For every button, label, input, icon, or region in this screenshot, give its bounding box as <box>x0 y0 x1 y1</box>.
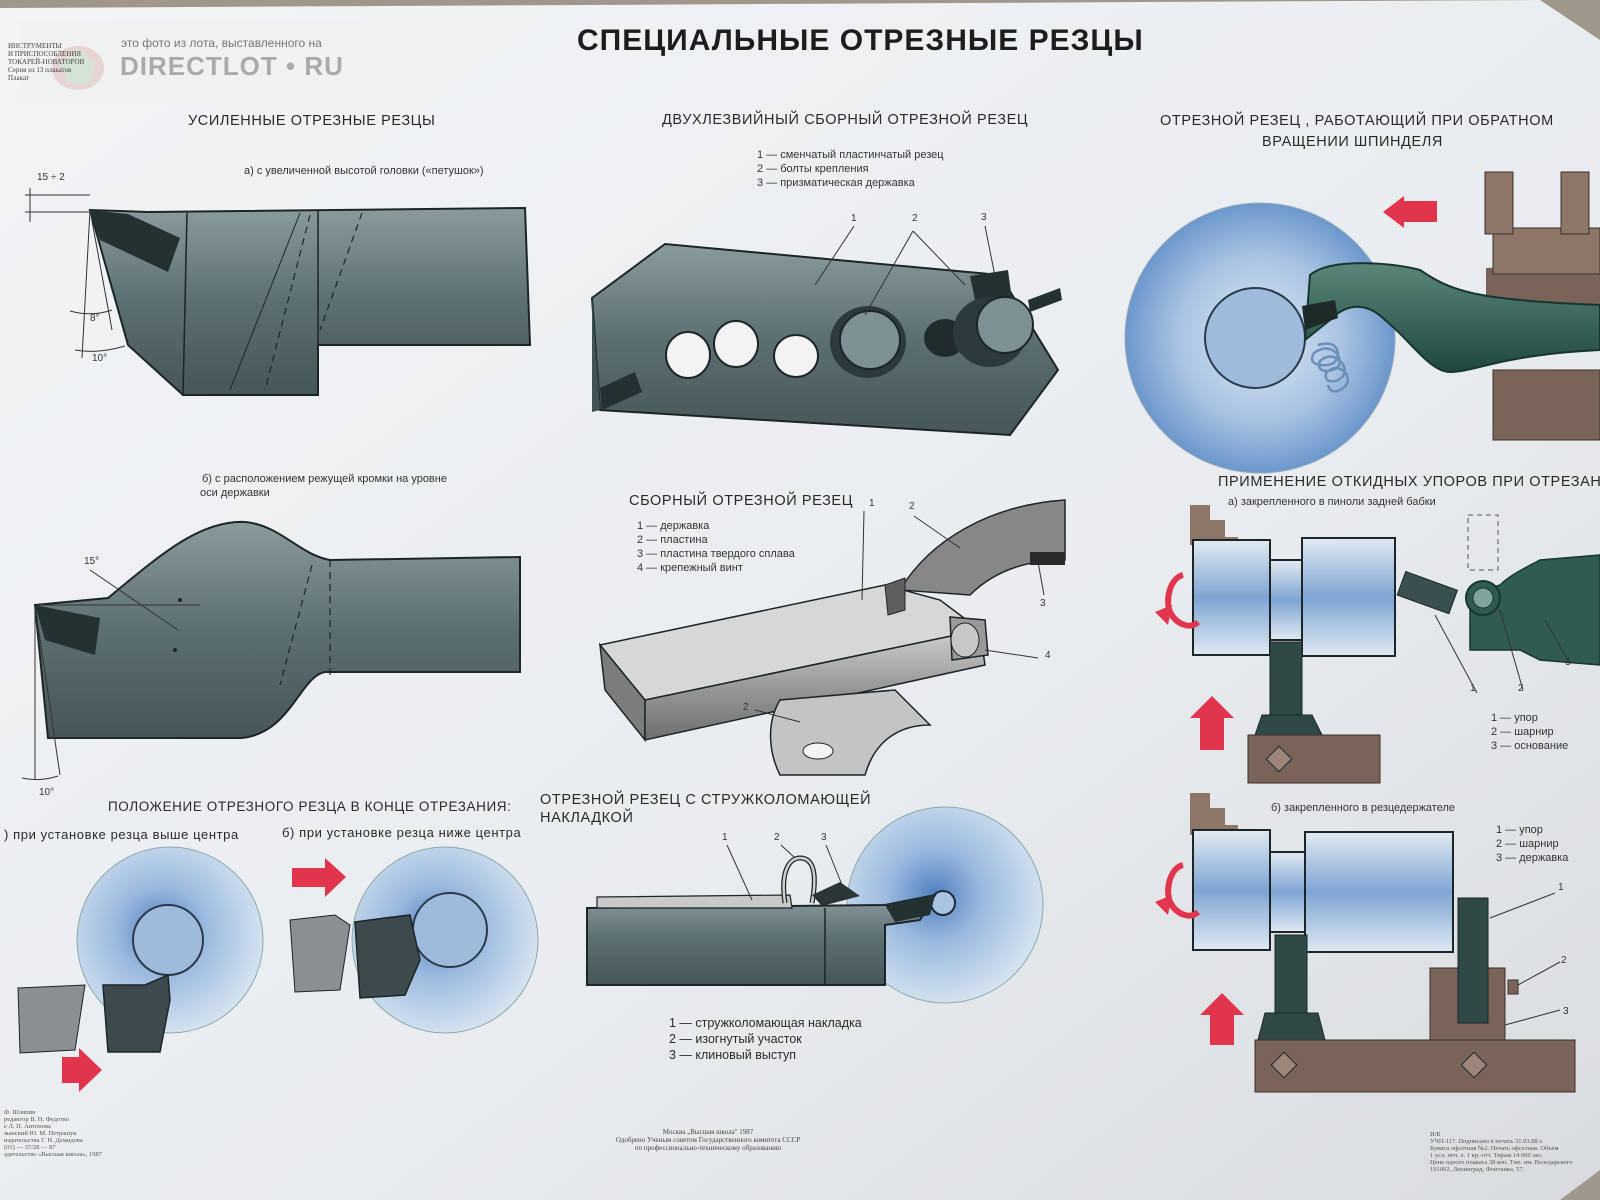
stops-b-callout-1: 1 <box>1558 882 1564 893</box>
position-heading: ПОЛОЖЕНИЕ ОТРЕЗНОГО РЕЗЦА В КОНЦЕ ОТРЕЗА… <box>108 799 512 814</box>
reverse-heading-2: ВРАЩЕНИИ ШПИНДЕЛЯ <box>1262 134 1443 150</box>
reinforced-cutter-a <box>25 188 532 396</box>
stops-b-caption: б) закрепленного в резцедержателе <box>1271 802 1456 814</box>
angle-15: 15° <box>84 556 100 567</box>
stops-a-callout-2: 2 <box>1518 683 1524 694</box>
poster-title: СПЕЦИАЛЬНЫЕ ОТРЕЗНЫЕ РЕЗЦЫ <box>577 24 1144 57</box>
cutoff-position-b <box>289 846 539 1034</box>
folding-stop-b <box>1155 793 1576 1093</box>
assembled-callout-4: 4 <box>1045 650 1051 661</box>
watermark: это фото из лота, выставленного на DIREC… <box>20 20 365 104</box>
chipbreaker-heading-2: НАКЛАДКОЙ <box>540 810 634 826</box>
chipbreaker-callout-3: 3 <box>821 832 827 843</box>
assembled-callout-plate: 2 <box>743 702 749 713</box>
watermark-caption: это фото из лота, выставленного на <box>121 36 322 50</box>
chipbreaker-heading-1: ОТРЕЗНОЙ РЕЗЕЦ С СТРУЖКОЛОМАЮЩЕЙ <box>540 792 872 808</box>
stops-a-callout-1: 1 <box>1470 683 1476 694</box>
reinforced-heading: УСИЛЕННЫЕ ОТРЕЗНЫЕ РЕЗЦЫ <box>188 113 436 129</box>
double-edge-callout-2: 2 <box>912 213 918 224</box>
stops-b-callout-3: 3 <box>1563 1006 1569 1017</box>
dim-15-2: 15 ÷ 2 <box>37 172 65 183</box>
angle-8: 8° <box>90 313 100 324</box>
folding-stop-a <box>1155 505 1600 784</box>
chipbreaker-cutter <box>586 806 1044 1004</box>
assembled-callout-2: 2 <box>909 501 915 512</box>
assembled-cutter <box>598 499 1066 776</box>
stops-b-callout-2: 2 <box>1561 955 1567 966</box>
reverse-heading-1: ОТРЕЗНОЙ РЕЗЕЦ , РАБОТАЮЩИЙ ПРИ ОБРАТНОМ <box>1160 113 1554 129</box>
stops-a-callout-3: 3 <box>1565 657 1571 668</box>
stops-a-caption: а) закрепленного в пиноли задней бабки <box>1228 496 1436 508</box>
reverse-rotation-scene <box>1124 171 1600 474</box>
cutoff-position-a <box>17 846 264 1092</box>
position-a-caption: ) при установке резца выше центра <box>4 827 239 842</box>
double-edge-callout-3: 3 <box>981 212 987 223</box>
double-edge-heading: ДВУХЛЕЗВИЙНЫЙ СБОРНЫЙ ОТРЕЗНОЙ РЕЗЕЦ <box>662 112 1029 128</box>
reinforced-b-caption-1: б) с расположением режущей кромки на уро… <box>202 473 447 485</box>
reinforced-a-caption: а) с увеличенной высотой головки («петуш… <box>244 165 484 177</box>
position-b-caption: б) при установке резца ниже центра <box>282 825 522 840</box>
double-edge-callout-1: 1 <box>851 213 857 224</box>
angle-10-b: 10° <box>39 787 55 798</box>
stops-heading: ПРИМЕНЕНИЕ ОТКИДНЫХ УПОРОВ ПРИ ОТРЕЗАНИИ… <box>1218 474 1600 490</box>
chipbreaker-callout-2: 2 <box>774 832 780 843</box>
double-edge-cutter <box>590 225 1062 437</box>
assembled-callout-3: 3 <box>1040 598 1046 609</box>
assembled-heading: СБОРНЫЙ ОТРЕЗНОЙ РЕЗЕЦ <box>629 493 854 509</box>
reinforced-b-caption-2: оси державки <box>200 487 270 499</box>
watermark-brand: DIRECTLOT • RU <box>120 51 344 81</box>
angle-10-a: 10° <box>92 353 108 364</box>
reinforced-cutter-b <box>21 520 521 781</box>
chipbreaker-callout-1: 1 <box>722 832 728 843</box>
assembled-callout-1: 1 <box>869 498 875 509</box>
